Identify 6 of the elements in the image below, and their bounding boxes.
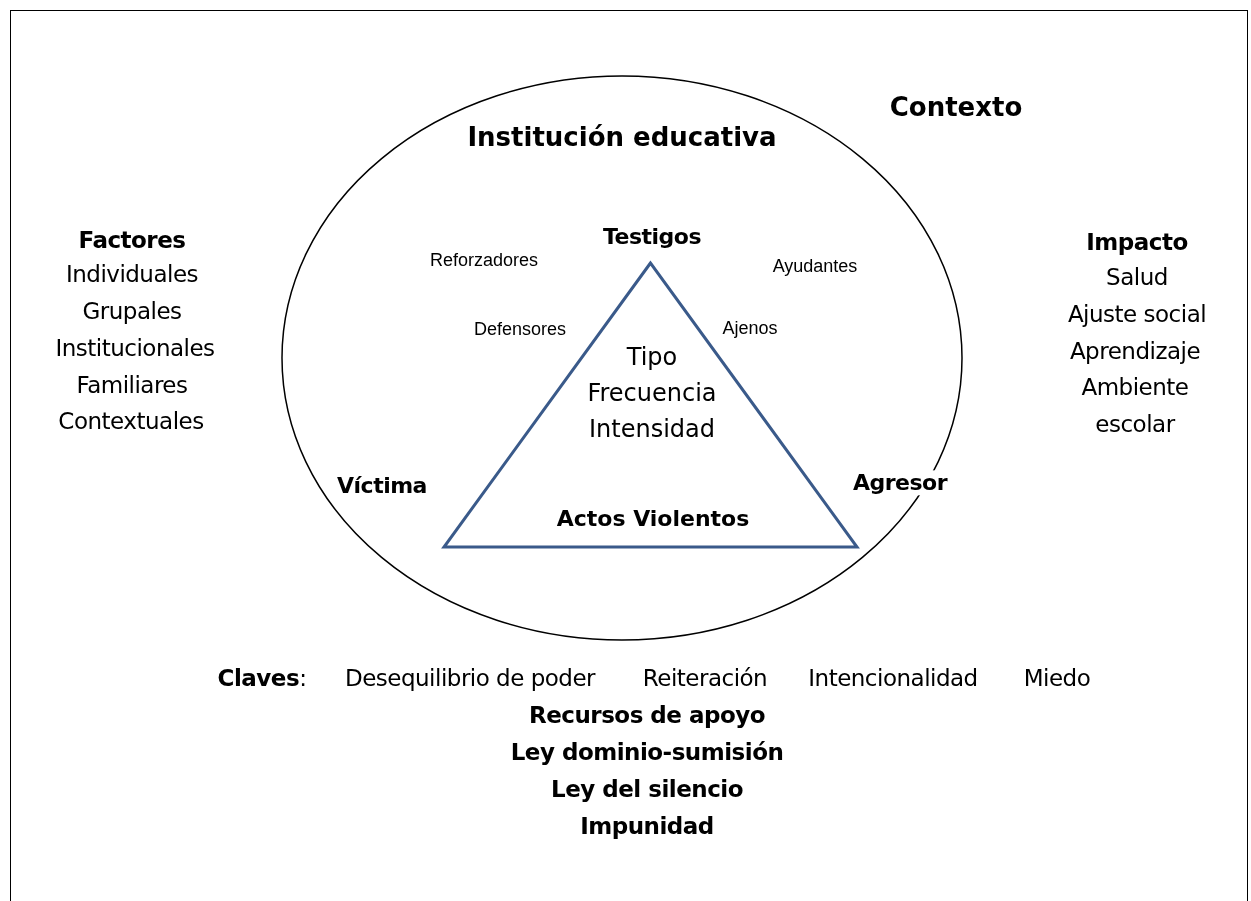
role-label: Agresor bbox=[852, 470, 948, 496]
ellipse-title: Institución educativa bbox=[467, 123, 777, 153]
context-title: Contexto bbox=[889, 93, 1023, 123]
key-item: Ley dominio-sumisión bbox=[510, 738, 784, 766]
triangle-title: Actos Violentos bbox=[556, 506, 750, 532]
attribute-list: Tipo Frecuencia Intensidad bbox=[582, 339, 722, 447]
